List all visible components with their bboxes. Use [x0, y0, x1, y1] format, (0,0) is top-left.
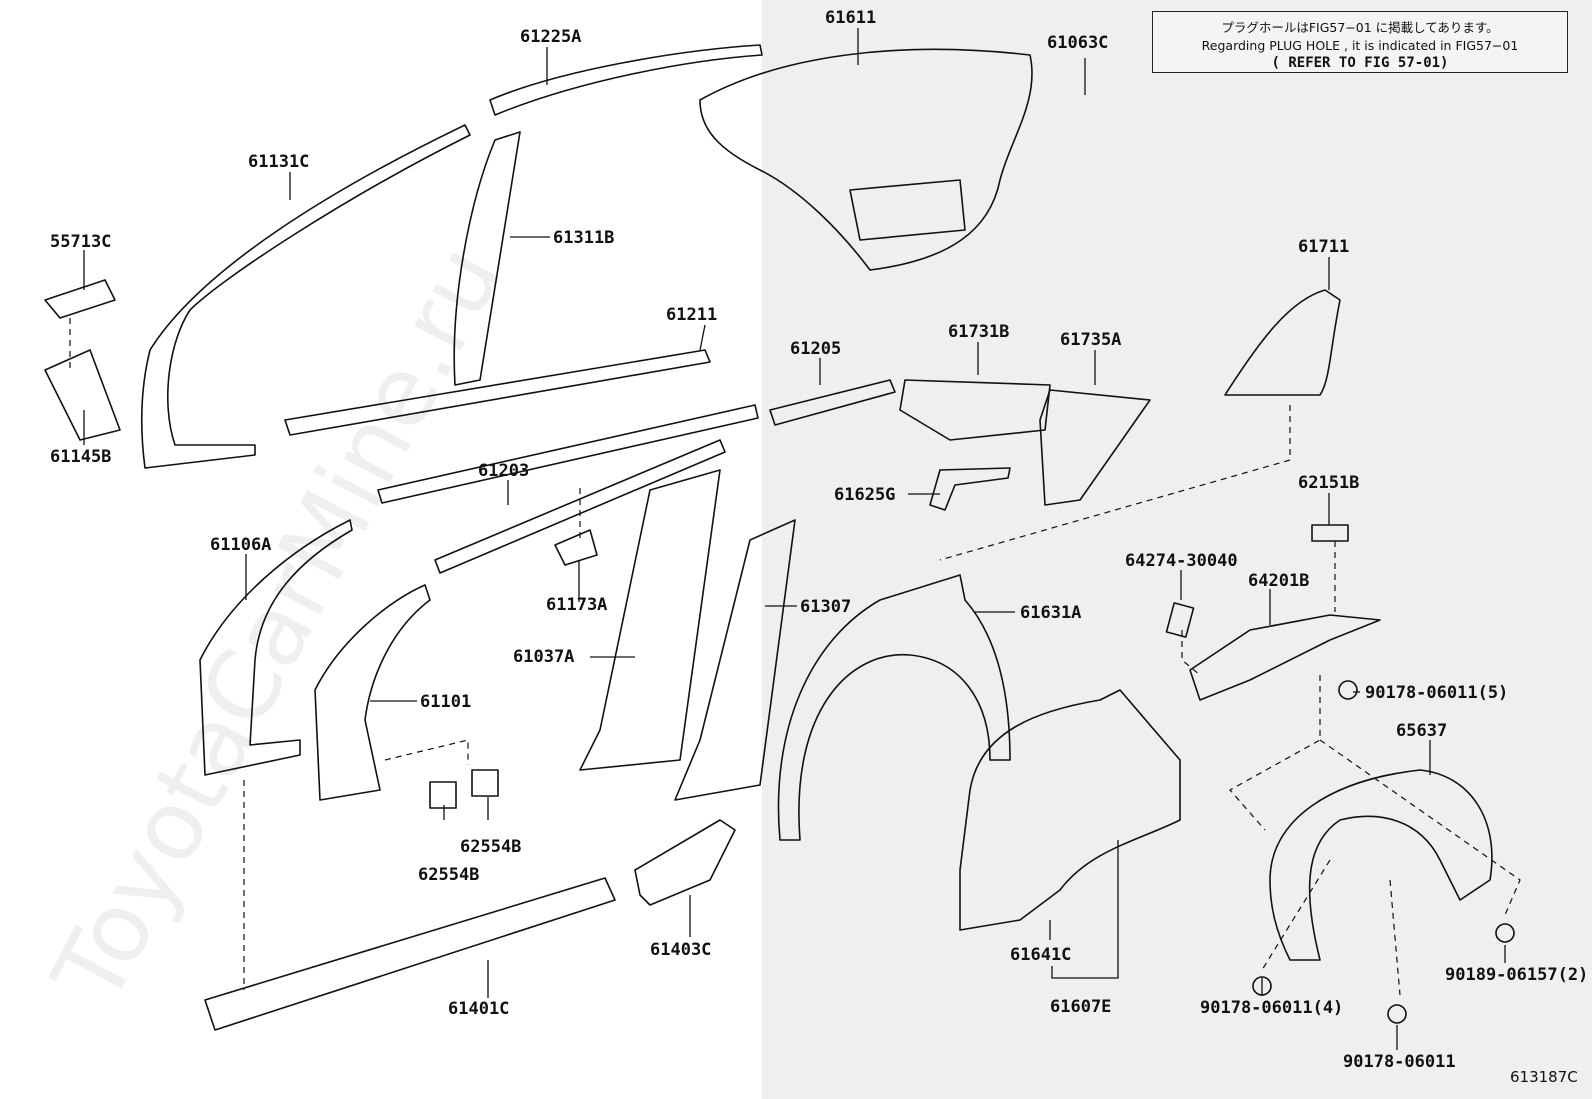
part-61225A-shape[interactable] [489, 44, 763, 116]
part-62151B-shape[interactable] [1311, 524, 1349, 542]
part-61403C-shape[interactable] [634, 819, 736, 906]
label-61037A[interactable]: 61037A [513, 647, 574, 667]
clip-90178-06011-shape[interactable] [1387, 1004, 1407, 1024]
label-62554B-lower[interactable]: 62554B [418, 865, 479, 885]
part-64201B-shape[interactable] [1189, 614, 1381, 701]
part-64274-30040-shape[interactable] [1165, 602, 1195, 638]
label-61203[interactable]: 61203 [478, 461, 529, 481]
refer-note-english: Regarding PLUG HOLE , it is indicated in… [1201, 38, 1519, 53]
label-61131C[interactable]: 61131C [248, 152, 309, 172]
label-61735A[interactable]: 61735A [1060, 330, 1121, 350]
part-61401C-shape[interactable] [204, 877, 616, 1031]
part-61131C-shape[interactable] [140, 124, 471, 469]
label-64201B[interactable]: 64201B [1248, 571, 1309, 591]
shaded-region [762, 0, 1592, 1099]
label-61403C[interactable]: 61403C [650, 940, 711, 960]
part-61711-shape[interactable] [1224, 289, 1341, 396]
part-61101-shape[interactable] [314, 584, 431, 801]
part-61203-shape[interactable] [377, 404, 759, 504]
label-61106A[interactable]: 61106A [210, 535, 271, 555]
label-61607E[interactable]: 61607E [1050, 997, 1111, 1017]
label-65637[interactable]: 65637 [1396, 721, 1447, 741]
label-90178-06011-4[interactable]: 90178-06011(4) [1200, 998, 1343, 1018]
part-62554B-a-shape[interactable] [429, 781, 457, 809]
part-61311B-shape[interactable] [453, 131, 521, 386]
clip-90178-06011-5-shape[interactable] [1338, 680, 1358, 700]
label-61311B[interactable]: 61311B [553, 228, 614, 248]
label-61631A[interactable]: 61631A [1020, 603, 1081, 623]
watermark-text: ToyotaCarMine.ru [31, 228, 524, 1022]
refer-note-link[interactable]: ( REFER TO FIG 57-01) [1271, 55, 1449, 71]
label-90178-06011[interactable]: 90178-06011 [1343, 1052, 1456, 1072]
part-61625G-shape[interactable] [929, 467, 1011, 511]
part-61735A-shape[interactable] [1039, 389, 1151, 506]
label-61731B[interactable]: 61731B [948, 322, 1009, 342]
part-61641C-shape[interactable] [959, 689, 1181, 931]
part-65637-shape[interactable] [1269, 769, 1493, 961]
part-61145B-shape[interactable] [44, 349, 121, 441]
label-61401C[interactable]: 61401C [448, 999, 509, 1019]
part-61205-shape[interactable] [769, 379, 896, 426]
part-61611-shape[interactable] [699, 48, 1033, 271]
clip-90189-06157-shape[interactable] [1495, 923, 1515, 943]
part-55713C-shape[interactable] [44, 279, 116, 319]
label-61611[interactable]: 61611 [825, 8, 876, 28]
part-61307-shape[interactable] [674, 519, 796, 801]
part-61173A-shape[interactable] [554, 529, 598, 566]
label-61625G[interactable]: 61625G [834, 485, 895, 505]
label-61205[interactable]: 61205 [790, 339, 841, 359]
part-61211-shape[interactable] [284, 349, 711, 436]
label-61173A[interactable]: 61173A [546, 595, 607, 615]
refer-note-japanese: プラグホールはFIG57−01 に掲載してあります。 [1221, 20, 1499, 35]
refer-note-box: プラグホールはFIG57−01 に掲載してあります。 Regarding PLU… [1152, 11, 1568, 73]
label-62554B-upper[interactable]: 62554B [460, 837, 521, 857]
label-64274-30040[interactable]: 64274-30040 [1125, 551, 1238, 571]
label-61145B[interactable]: 61145B [50, 447, 111, 467]
label-62151B[interactable]: 62151B [1298, 473, 1359, 493]
label-61211[interactable]: 61211 [666, 305, 717, 325]
label-61101[interactable]: 61101 [420, 692, 471, 712]
label-90178-06011-5[interactable]: 90178-06011(5) [1365, 683, 1508, 703]
label-61225A[interactable]: 61225A [520, 27, 581, 47]
part-61731B-shape[interactable] [899, 379, 1051, 441]
part-62554B-b-shape[interactable] [471, 769, 499, 797]
label-61063C[interactable]: 61063C [1047, 33, 1108, 53]
label-61711[interactable]: 61711 [1298, 237, 1349, 257]
label-90189-06157-2[interactable]: 90189-06157(2) [1445, 965, 1588, 985]
label-55713C[interactable]: 55713C [50, 232, 111, 252]
label-61307[interactable]: 61307 [800, 597, 851, 617]
part-61106A-shape[interactable] [199, 519, 353, 776]
part-61631A-shape[interactable] [777, 574, 1011, 841]
label-61641C[interactable]: 61641C [1010, 945, 1071, 965]
part-61037A-shape[interactable] [579, 469, 721, 771]
figure-id: 613187C [1510, 1068, 1578, 1086]
